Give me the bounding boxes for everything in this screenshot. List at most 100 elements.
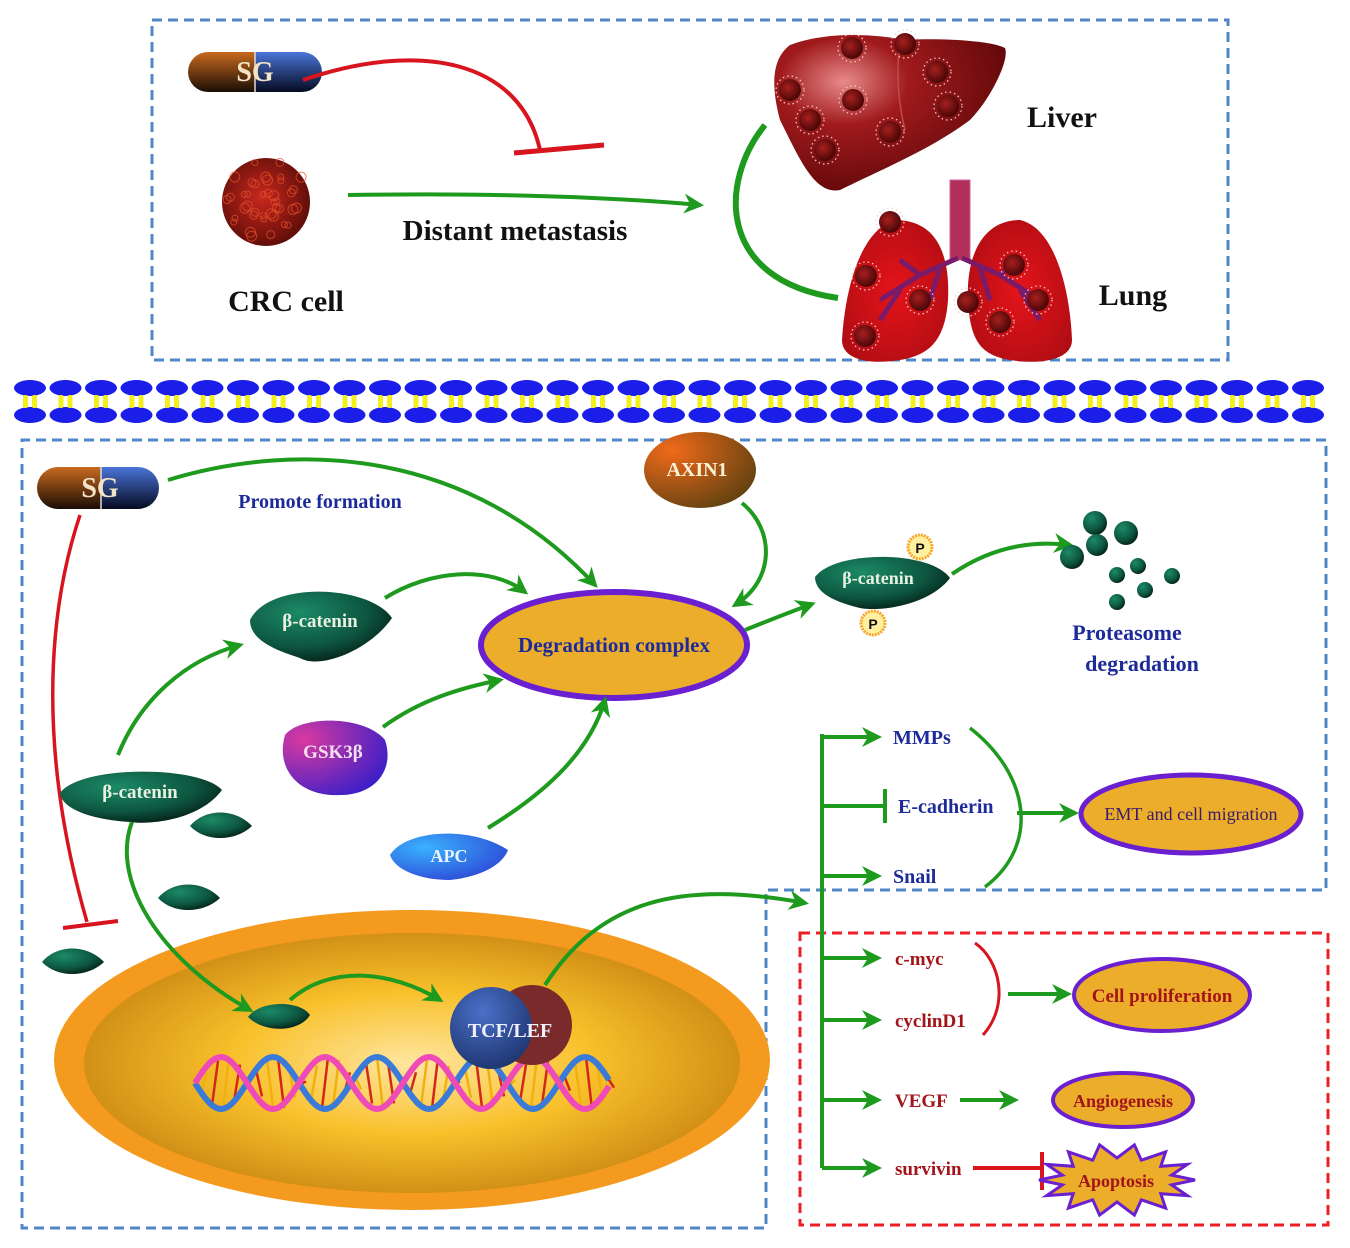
lipid-unit [298,380,330,423]
proliferation-outcome-node: Cell proliferation [1072,957,1252,1033]
crc-cell-icon [222,157,310,246]
tumor-nodule [905,285,935,315]
metastasis-arrow [347,192,704,214]
target-gene-cyclind1: cyclinD1 [822,1010,966,1032]
inhibit-bar-pathway [62,919,119,930]
gsk3b-label: GSK3β [303,742,363,763]
lipid-unit [866,380,898,423]
tumor-nodule [838,85,868,115]
target-gene-label: c-myc [895,949,944,970]
lipid-unit [901,380,934,423]
apoptosis-outcome-label: Apoptosis [1078,1171,1154,1191]
tcf-lef-node: TCF/LEF [450,985,572,1069]
lipid-unit [475,380,508,423]
lipid-unit [1008,380,1040,423]
inhibit-bar-top [513,142,605,156]
catenin-up-arrow [116,639,244,756]
dna-helix-icon [192,1053,616,1113]
lipid-unit [1043,380,1076,423]
tumor-nodule [775,75,805,105]
promote-formation-label: Promote formation [238,491,401,513]
lipid-unit [85,380,117,423]
inhibit-line-pathway [51,514,89,923]
beta-catenin-node-1: β-catenin [250,591,392,662]
apc-node: APC [390,833,508,880]
tumor-nodule [810,135,840,165]
apc-label: APC [431,846,468,866]
crc-cell-label: CRC cell [228,285,344,318]
gsk-to-complex-arrow [381,673,504,729]
apoptosis-outcome-node: Apoptosis [1038,1142,1196,1218]
beta-catenin-label-2: β-catenin [102,782,178,803]
target-gene-label: cyclinD1 [895,1011,966,1032]
lipid-unit [546,380,579,423]
tcf-to-targets-arrow [543,890,809,987]
protein-fragment [1109,567,1125,583]
lipid-unit [191,380,224,423]
lipid-unit [972,380,1005,423]
tumor-nodule [890,29,920,59]
angiogenesis-outcome-node: Angiogenesis [1051,1071,1195,1129]
target-gene-survivin: survivin [822,1158,962,1180]
phosphate-icon-bottom: P [859,609,887,637]
nuclear-catenin-blob [248,1003,310,1029]
svg-text:P: P [868,616,877,632]
lipid-unit [724,380,756,423]
tcf-lef-label: TCF/LEF [468,1020,552,1042]
tumor-nodule [851,261,881,291]
proliferation-outcome-label: Cell proliferation [1092,986,1233,1007]
tumor-nodule [953,287,983,317]
proteasome-label-line1: Proteasome [1072,620,1182,645]
sg-drug-pill-top: SG [188,52,322,92]
lipid-unit [1079,380,1111,423]
lipid-bilayer-membrane [14,380,1324,423]
angiogenesis-outcome-label: Angiogenesis [1073,1091,1173,1111]
phospho-beta-catenin-node: β-catenin P P [815,533,950,637]
target-gene-label: MMPs [893,727,951,749]
lipid-unit [1185,380,1218,423]
lipid-unit [1292,380,1324,423]
complex-to-phospho-arrow [744,600,816,632]
lipid-unit [156,380,188,423]
proliferation-panel-border [798,931,1330,1227]
target-gene-c-myc: c-myc [822,948,944,970]
lipid-unit [1221,380,1253,423]
lipid-unit [688,380,721,423]
catenin-to-tcf-arrow [288,973,444,1003]
tumor-nodule [875,207,905,237]
lipid-unit [369,380,401,423]
phospho-to-proteasome-arrow [950,533,1074,576]
axin1-label: AXIN1 [666,459,727,481]
protein-fragment [1130,558,1146,574]
proteasome-fragments-icon [1060,511,1180,610]
tumor-nodule [933,91,963,121]
lung-label: Lung [1099,279,1167,312]
lipid-unit [759,380,792,423]
lipid-unit [1114,380,1147,423]
sg-drug-pill-pathway: SG [37,467,159,509]
tumor-nodule [875,117,905,147]
sg-label-top: SG [236,57,274,88]
tumor-nodule [837,33,867,63]
protein-fragment [1109,594,1125,610]
phosphate-icon-top: P [906,533,934,561]
beta-catenin-blob [158,884,220,910]
beta-catenin-blob [190,812,252,838]
proliferation-bracket [974,941,1001,1037]
lipid-unit [1150,380,1182,423]
catenin-to-complex-arrow [383,572,529,600]
beta-catenin-blob [42,948,104,974]
metastasis-panel-border [150,18,1230,362]
organ-connector-arc [732,123,839,301]
apc-to-complex-arrow [486,696,610,830]
lipid-unit [1256,380,1289,423]
inhibit-line-top [302,58,542,151]
target-gene-mmps: MMPs [822,727,951,749]
lipid-unit [440,380,472,423]
target-gene-vegf: VEGF [822,1090,948,1112]
svg-text:P: P [915,540,924,556]
lipid-unit [511,380,543,423]
target-gene-label: VEGF [895,1091,948,1112]
